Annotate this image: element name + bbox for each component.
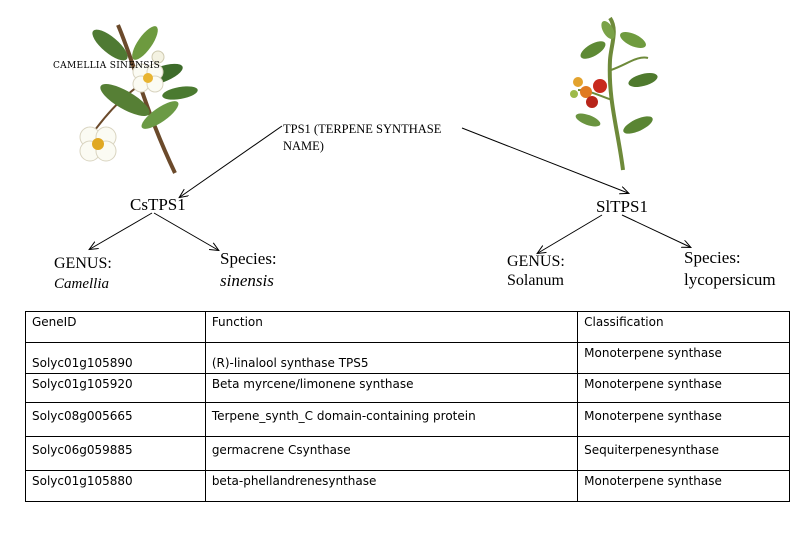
left-species-value: sinensis xyxy=(220,271,274,290)
table-cell-function: Terpene_synth_C domain-containing protei… xyxy=(204,402,579,437)
root-node-label: TPS1 (TERPENE SYNTHASE NAME) xyxy=(283,122,442,153)
table-cell-geneid: Solyc01g105920 xyxy=(25,373,206,403)
table-cell-classification: Monoterpene synthase xyxy=(577,342,790,374)
left-node-label: CsTPS1 xyxy=(130,195,186,214)
table-header-geneid: GeneID xyxy=(25,311,206,343)
table-cell-classification: Monoterpene synthase xyxy=(577,470,790,502)
arrow-root-to-right xyxy=(461,127,628,193)
arrow-root-to-left xyxy=(180,125,283,197)
left-genus: GENUS: Camellia xyxy=(54,254,112,294)
table-cell-classification: Monoterpene synthase xyxy=(577,402,790,437)
table-row: Solyc01g105880 beta-phellandrenesynthase… xyxy=(25,470,790,502)
table-cell-function: (R)-linalool synthase TPS5 xyxy=(204,342,579,374)
tree-arrows xyxy=(0,125,810,300)
arrow-left-to-species xyxy=(153,212,218,250)
table-cell-classification: Monoterpene synthase xyxy=(577,373,790,403)
table-cell-geneid: Solyc08g005665 xyxy=(25,402,206,437)
table-cell-function: beta-phellandrenesynthase xyxy=(204,470,579,502)
table-header-function: Function xyxy=(204,311,579,343)
right-genus: GENUS: Solanum xyxy=(507,252,565,290)
right-species-label: Species: xyxy=(684,248,741,267)
left-species: Species: sinensis xyxy=(220,248,277,292)
right-species-value: lycopersicum xyxy=(684,270,776,289)
right-node-label: SlTPS1 xyxy=(596,197,648,216)
table-row: Solyc01g105920 Beta myrcene/limonene syn… xyxy=(25,373,790,403)
right-genus-value: Solanum xyxy=(507,272,564,289)
table-row: Solyc01g105890 (R)-linalool synthase TPS… xyxy=(25,342,790,374)
arrow-left-to-genus xyxy=(90,212,153,249)
left-species-label: Species: xyxy=(220,249,277,268)
plant-caption: CAMELLIA SINENSIS xyxy=(53,61,161,71)
table-cell-geneid: Solyc06g059885 xyxy=(25,436,206,471)
table-row: Solyc06g059885 germacrene Csynthase Sequ… xyxy=(25,436,790,471)
arrow-right-to-species xyxy=(621,214,690,247)
right-genus-label: GENUS: xyxy=(507,253,565,270)
table-header-row: GeneID Function Classification xyxy=(25,311,790,343)
table-cell-function: Beta myrcene/limonene synthase xyxy=(204,373,579,403)
left-genus-value: Camellia xyxy=(54,276,109,292)
terpene-synthase-table: GeneID Function Classification Solyc01g1… xyxy=(25,311,790,502)
tomato-plant-illustration xyxy=(570,16,658,171)
table-cell-geneid: Solyc01g105890 xyxy=(25,342,206,374)
table-cell-function: germacrene Csynthase xyxy=(204,436,579,471)
arrow-right-to-genus xyxy=(538,214,603,253)
camellia-plant-illustration xyxy=(79,24,198,174)
right-species: Species: lycopersicum xyxy=(684,247,776,291)
table-cell-geneid: Solyc01g105880 xyxy=(25,470,206,502)
table-row: Solyc08g005665 Terpene_synth_C domain-co… xyxy=(25,402,790,437)
left-genus-label: GENUS: xyxy=(54,255,112,272)
table-cell-classification: Sequiterpenesynthase xyxy=(577,436,790,471)
table-header-classification: Classification xyxy=(577,311,790,343)
